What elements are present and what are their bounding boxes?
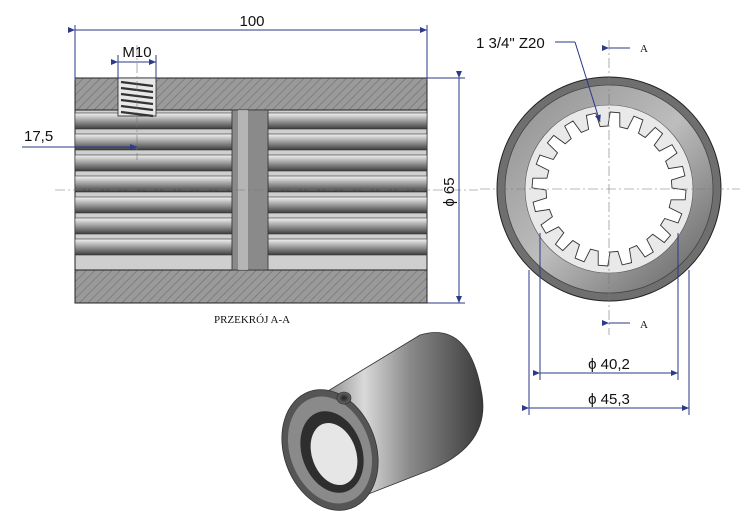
bottom-wall-hatch <box>74 269 428 304</box>
dim-root-diameter: ϕ 45,3 <box>588 391 630 408</box>
isometric-render <box>281 332 484 511</box>
dimension-lines-left <box>22 25 465 304</box>
spline-callout: 1 3/4" Z20 <box>476 35 545 52</box>
end-view <box>480 40 740 335</box>
dimension-lines-right <box>522 233 690 415</box>
render-thread-hole <box>336 391 352 405</box>
section-mark-bottom: A <box>640 319 648 331</box>
dim-length: 100 <box>239 13 264 30</box>
dim-hole-position: 17,5 <box>24 128 53 145</box>
section-marks <box>602 45 630 326</box>
section-view <box>55 45 478 304</box>
dim-inner-diameter: ϕ 40,2 <box>588 356 630 373</box>
section-label: PRZEKRÓJ A-A <box>214 314 290 326</box>
dim-thread: M10 <box>122 44 151 61</box>
section-mark-top: A <box>640 43 648 55</box>
dim-outer-diameter: ϕ 65 <box>441 177 458 206</box>
